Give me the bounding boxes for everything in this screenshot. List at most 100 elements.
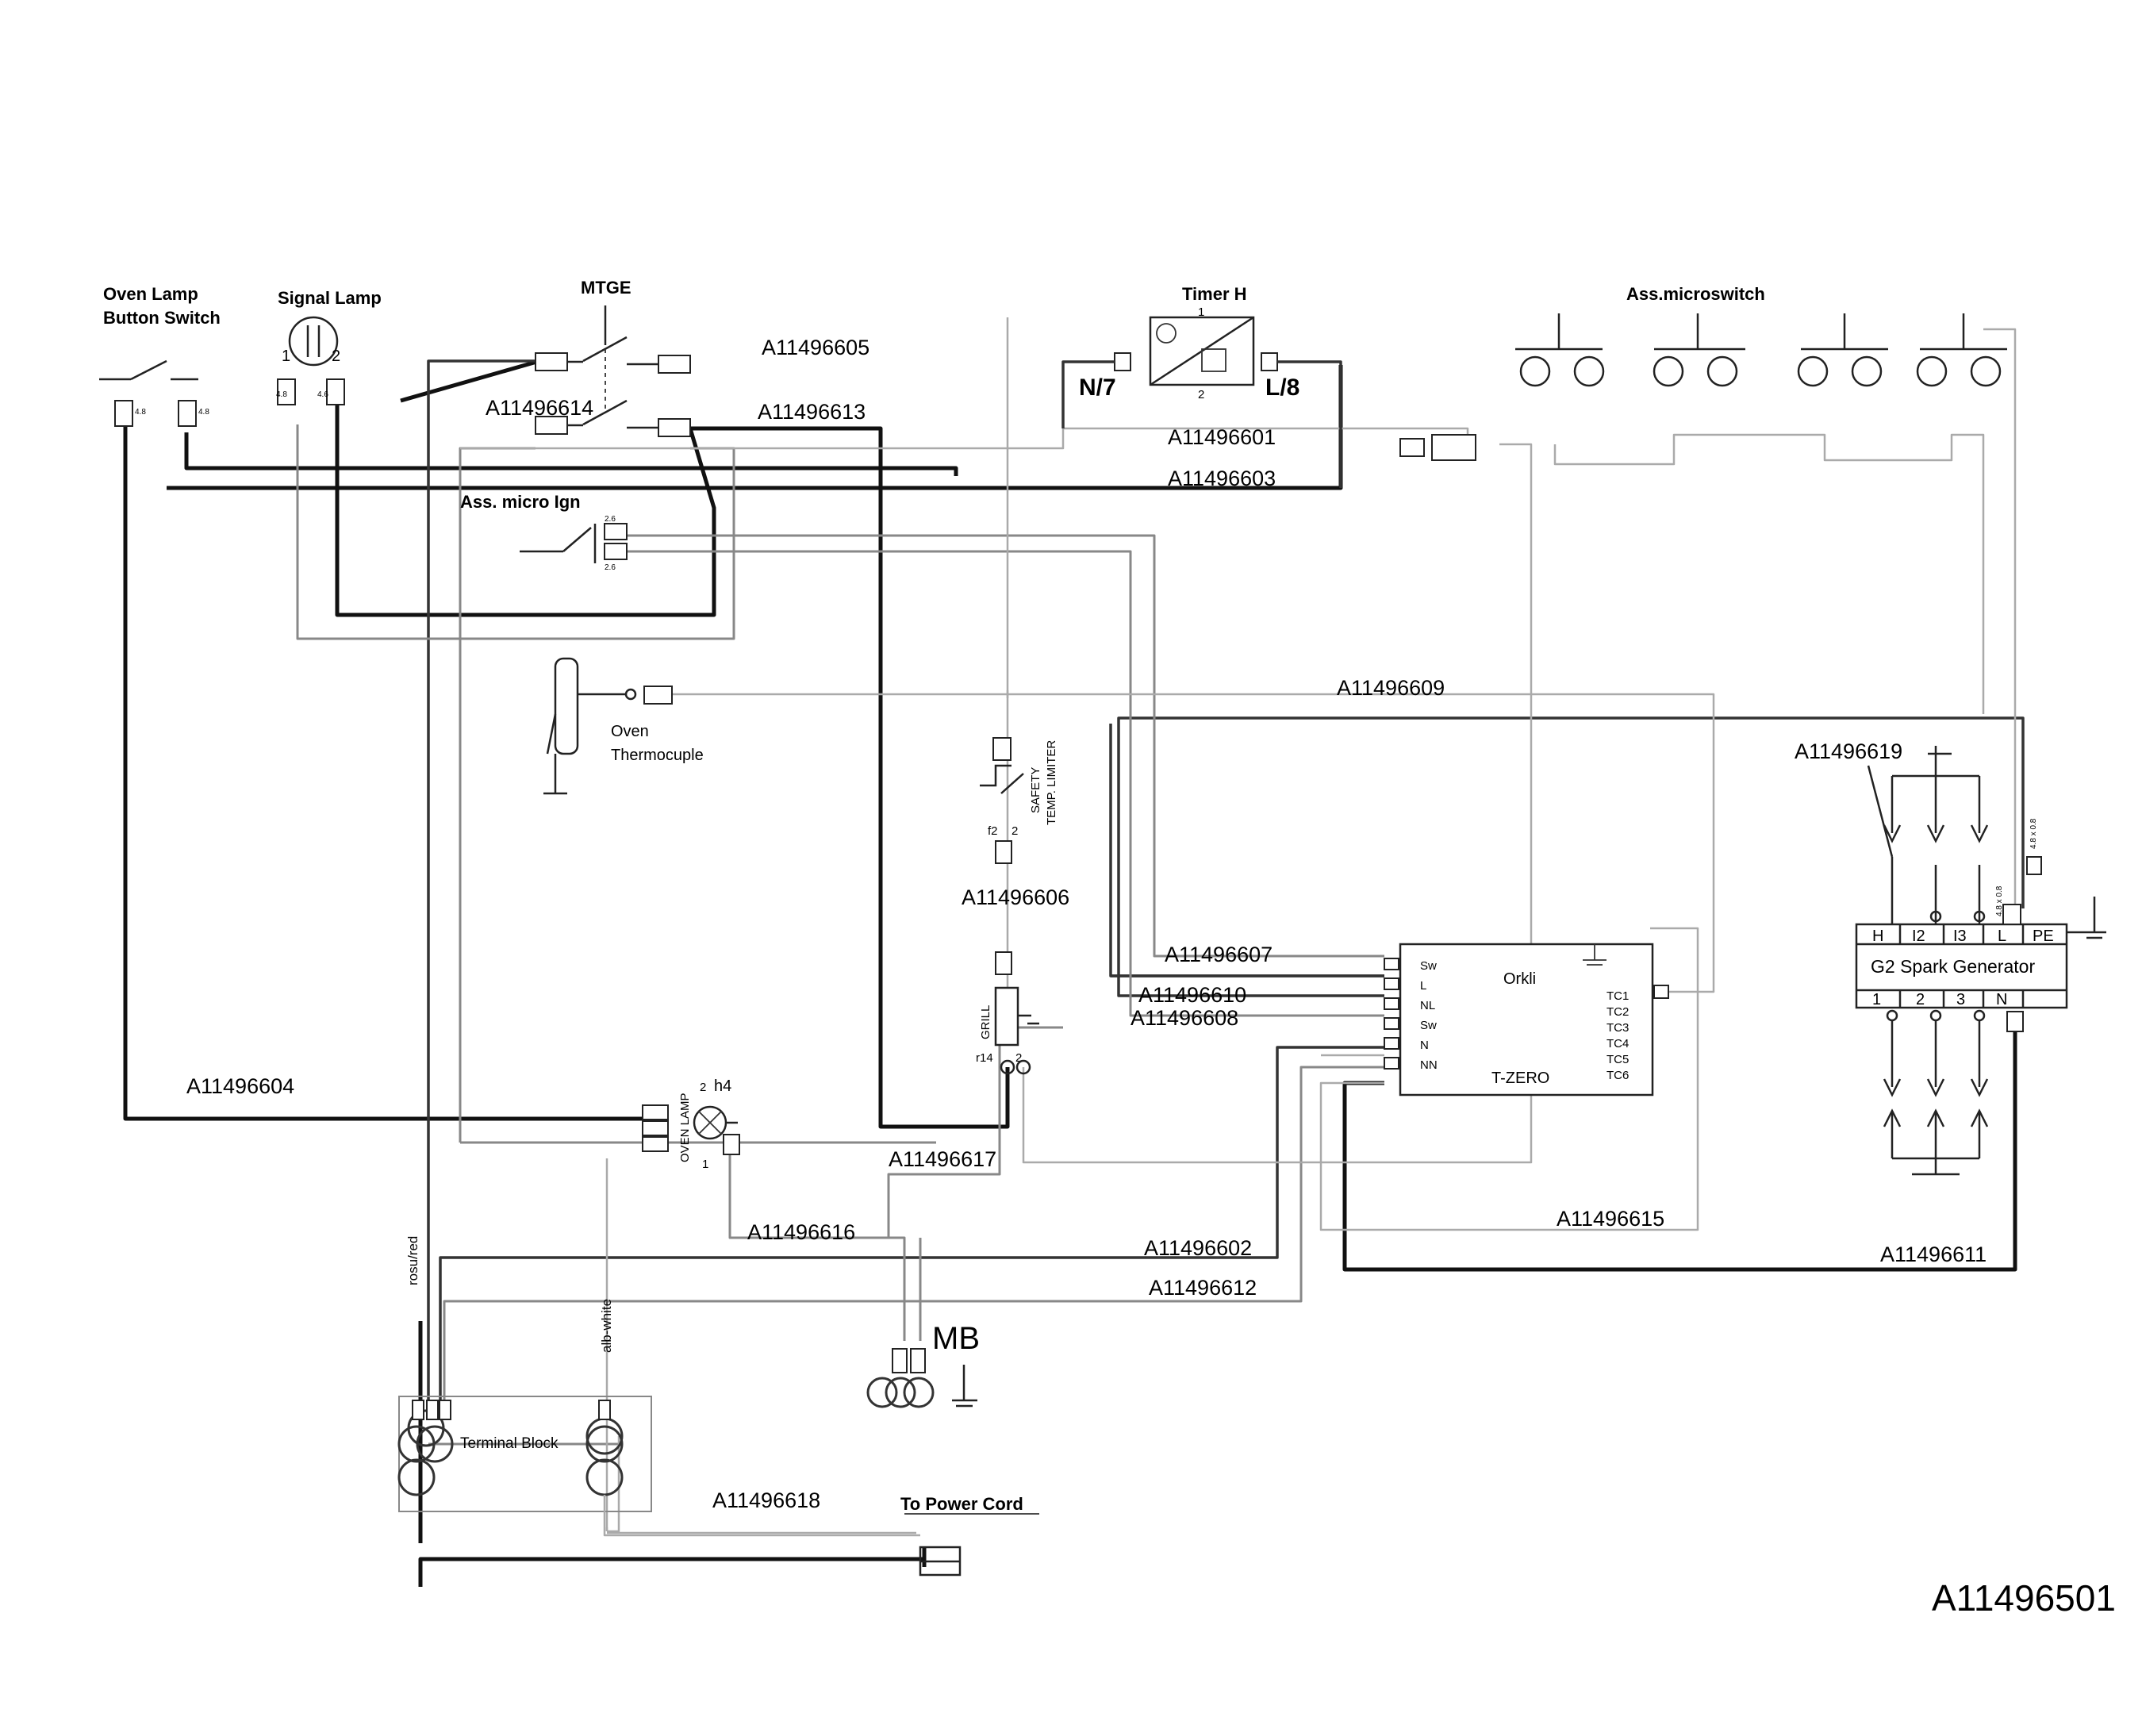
- wire-code: A11496616: [747, 1220, 855, 1244]
- svg-text:2.6: 2.6: [605, 515, 616, 524]
- svg-text:1: 1: [702, 1158, 708, 1171]
- svg-text:2: 2: [1198, 388, 1204, 401]
- svg-text:1: 1: [1872, 991, 1881, 1008]
- wire-code: A11496609: [1337, 676, 1445, 700]
- svg-text:TC4: TC4: [1606, 1037, 1629, 1050]
- mb-ground: MB: [866, 1321, 980, 1408]
- wire-code: A11496610: [1138, 983, 1246, 1007]
- svg-text:2: 2: [700, 1081, 706, 1094]
- wire-codes: A11496605 A11496614 A11496613 A11496601 …: [186, 336, 1987, 1512]
- svg-text:2: 2: [332, 348, 340, 365]
- svg-text:MB: MB: [932, 1321, 980, 1356]
- diagram-reference: A11496501: [1932, 1577, 2116, 1619]
- svg-text:4.8 x 0.8: 4.8 x 0.8: [1995, 885, 2004, 916]
- wire-code: A11496601: [1168, 425, 1276, 449]
- safety-temp-limiter: f2 2 SAFETY TEMP. LIMITER: [980, 737, 1058, 864]
- orkli-left-pins: Sw L NL Sw N NN: [1384, 958, 1438, 1072]
- oven-lamp: 2 h4 1 OVEN LAMP: [642, 1077, 740, 1171]
- svg-text:4.6: 4.6: [317, 390, 328, 399]
- svg-text:PE: PE: [2033, 928, 2054, 945]
- wire-code: A11496604: [186, 1074, 294, 1098]
- svg-text:TC6: TC6: [1606, 1069, 1629, 1082]
- svg-text:Orkli: Orkli: [1503, 970, 1536, 988]
- svg-text:1: 1: [282, 348, 290, 365]
- svg-text:N: N: [1420, 1039, 1429, 1052]
- svg-text:TC1: TC1: [1606, 989, 1629, 1003]
- wire-code: A11496618: [712, 1488, 820, 1512]
- g2-spark-generator: H I2 I3 L PE G2 Spark Generator 1 2 3 N …: [1855, 746, 2106, 1176]
- oven-thermocouple: Oven Thermocuple: [543, 657, 704, 795]
- svg-text:SAFETY: SAFETY: [1029, 767, 1042, 813]
- signal-lamp: Signal Lamp 1 2 4.8 4.6: [276, 288, 382, 405]
- svg-text:NL: NL: [1420, 999, 1435, 1012]
- svg-text:To Power Cord: To Power Cord: [900, 1494, 1023, 1514]
- wire-code: A11496615: [1557, 1207, 1664, 1231]
- svg-text:1: 1: [1198, 305, 1204, 319]
- wire-code: A11496606: [962, 885, 1069, 909]
- svg-text:N/7: N/7: [1079, 374, 1116, 401]
- svg-text:Button Switch: Button Switch: [103, 308, 221, 328]
- wire-code: A11496612: [1149, 1276, 1257, 1300]
- svg-text:h4: h4: [714, 1077, 731, 1095]
- power-cord: To Power Cord: [603, 1494, 1039, 1577]
- wire-code: A11496617: [889, 1147, 996, 1171]
- svg-text:Oven Lamp: Oven Lamp: [103, 284, 198, 304]
- svg-text:Ass. micro Ign: Ass. micro Ign: [460, 492, 581, 512]
- terminal-block: Terminal Block rosu/red alb-white: [397, 1236, 652, 1512]
- svg-text:Terminal Block: Terminal Block: [460, 1435, 559, 1452]
- wire-code: A11496605: [762, 336, 869, 359]
- oven-lamp-button-switch: Oven Lamp Button Switch 4.8 4.8: [99, 284, 221, 427]
- timer-h: Timer H 1 2 N/7 L/8: [1061, 284, 1342, 488]
- svg-text:L/8: L/8: [1265, 374, 1299, 401]
- wire-code: A11496607: [1165, 943, 1273, 966]
- svg-text:I2: I2: [1912, 928, 1925, 945]
- svg-text:rosu/red: rosu/red: [405, 1236, 420, 1285]
- wire-code: A11496613: [758, 400, 866, 424]
- svg-text:4.8 x 0.8: 4.8 x 0.8: [2029, 818, 2038, 849]
- svg-text:2: 2: [1015, 1051, 1022, 1065]
- micro-ign-assembly: Ass. micro Ign 2.6 2.6: [460, 492, 628, 572]
- svg-text:2: 2: [1012, 824, 1018, 838]
- svg-text:OVEN LAMP: OVEN LAMP: [678, 1093, 692, 1162]
- svg-text:H: H: [1872, 928, 1883, 945]
- svg-text:TC5: TC5: [1606, 1053, 1629, 1066]
- orkli-right-pins: TC1 TC2 TC3 TC4 TC5 TC6: [1606, 985, 1669, 1082]
- svg-text:L: L: [1420, 979, 1426, 993]
- svg-text:MTGE: MTGE: [581, 278, 631, 298]
- svg-text:TEMP. LIMITER: TEMP. LIMITER: [1045, 740, 1058, 825]
- svg-text:4.8: 4.8: [276, 390, 287, 399]
- wires: [123, 317, 2025, 1587]
- wire-code: A11496619: [1795, 739, 1902, 763]
- svg-text:GRILL: GRILL: [979, 1005, 992, 1039]
- wire-code: A11496614: [486, 396, 593, 420]
- svg-text:Ass.microswitch: Ass.microswitch: [1626, 284, 1765, 304]
- wire-code: A11496611: [1880, 1242, 1987, 1266]
- svg-text:TC2: TC2: [1606, 1005, 1629, 1019]
- svg-text:Sw: Sw: [1420, 1019, 1437, 1032]
- svg-text:Signal Lamp: Signal Lamp: [278, 288, 382, 308]
- svg-text:2: 2: [1916, 991, 1925, 1008]
- svg-text:N: N: [1996, 991, 2007, 1008]
- svg-text:I3: I3: [1953, 928, 1967, 945]
- grill: GRILL r14 2: [976, 951, 1039, 1075]
- svg-text:Thermocuple: Thermocuple: [611, 747, 704, 764]
- svg-text:4.8: 4.8: [135, 408, 146, 417]
- svg-text:Timer H: Timer H: [1182, 284, 1247, 304]
- wire-code: A11496608: [1130, 1006, 1238, 1030]
- wire-code: A11496602: [1144, 1236, 1252, 1260]
- orkli-tzero-module: Orkli T-ZERO Sw L NL Sw N NN TC1 TC2 TC3…: [1384, 943, 1669, 1097]
- svg-text:Oven: Oven: [611, 723, 649, 740]
- svg-text:2.6: 2.6: [605, 563, 616, 572]
- svg-text:T-ZERO: T-ZERO: [1491, 1070, 1549, 1087]
- svg-text:NN: NN: [1420, 1058, 1438, 1072]
- svg-text:f2: f2: [988, 824, 998, 838]
- wire-code: A11496603: [1168, 467, 1276, 490]
- svg-text:Sw: Sw: [1420, 959, 1437, 973]
- svg-text:G2 Spark Generator: G2 Spark Generator: [1871, 956, 2035, 977]
- svg-text:L: L: [1998, 928, 2006, 945]
- microswitch-assembly: Ass.microswitch: [1399, 284, 2007, 461]
- svg-text:4.8: 4.8: [198, 408, 209, 417]
- svg-text:3: 3: [1956, 991, 1965, 1008]
- svg-text:alb-white: alb-white: [599, 1299, 614, 1353]
